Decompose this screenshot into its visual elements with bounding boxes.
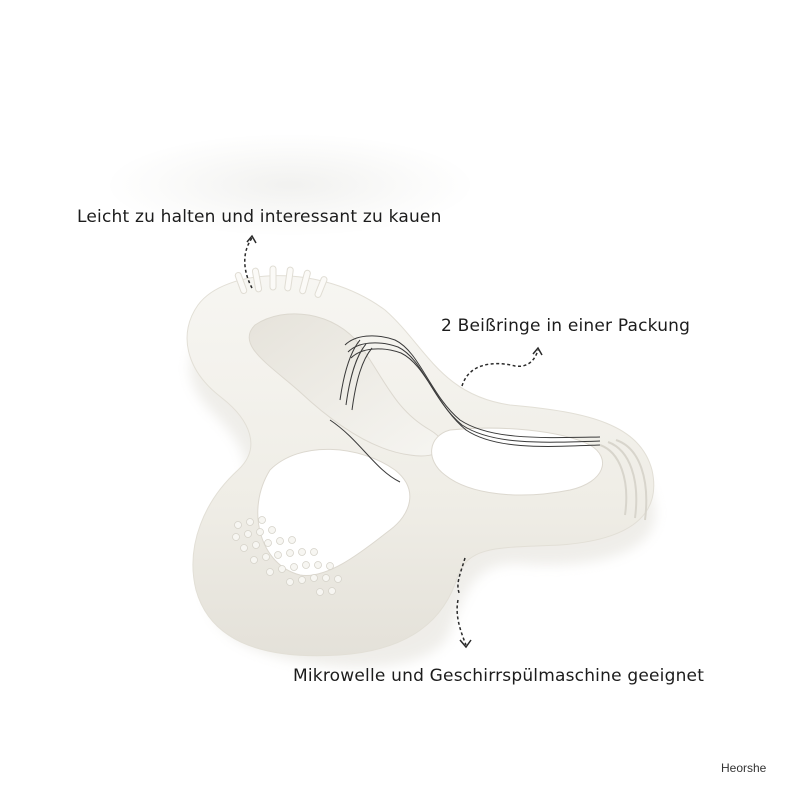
brand-watermark: Heorshe [721,761,767,775]
arrowhead-down-dishwasher [459,639,472,649]
teether-hole-right [431,427,604,496]
massage-nubs [232,516,342,596]
arrow-grip [244,237,253,289]
soft-shadow [110,135,470,235]
arrow-pack [461,349,539,387]
annotation-grip: Leicht zu halten und interessant zu kaue… [77,207,442,227]
decorative-lines [329,335,601,483]
teether-hole-bottom [257,448,411,576]
grip-ridges [234,265,328,298]
arrowhead-up-pack [532,346,543,356]
arrow-dishwasher [456,557,467,646]
annotation-pack: 2 Beißringe in einer Packung [441,316,691,336]
side-ridges [599,439,648,521]
annotation-dishwasher: Mikrowelle und Geschirrspülmaschine geei… [293,666,705,686]
annotation-arrows [244,237,539,646]
arrowhead-up-grip [246,234,257,244]
arrowheads [246,234,543,649]
